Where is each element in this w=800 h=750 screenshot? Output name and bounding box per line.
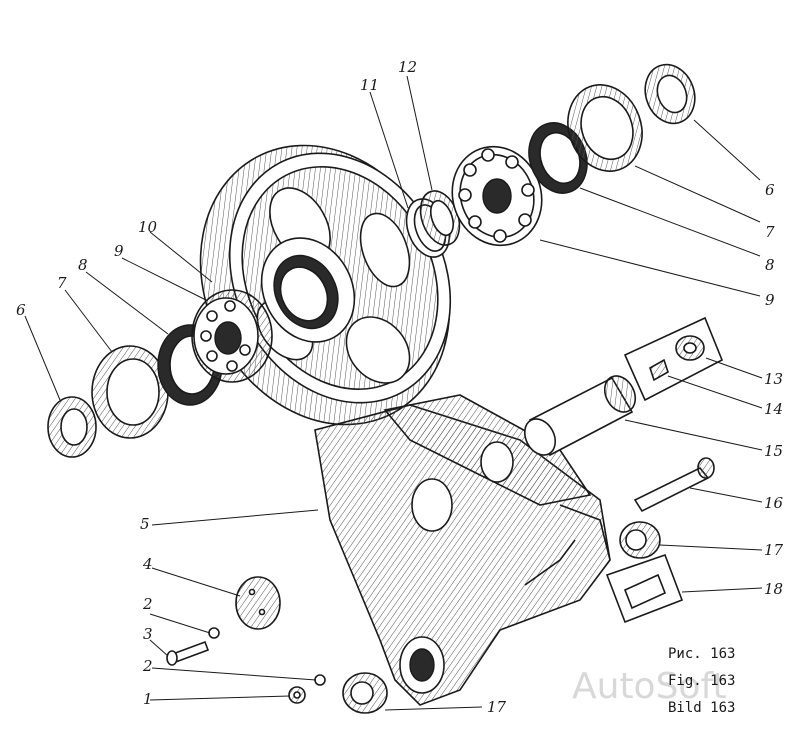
caption-en: Fig. 163 [668, 673, 735, 689]
screw-3 [166, 640, 210, 666]
label-1: 1 [143, 690, 153, 708]
label-14: 14 [764, 400, 783, 418]
insert-18 [605, 553, 684, 624]
label-17-right: 17 [764, 541, 784, 559]
label-7-left: 7 [57, 274, 67, 292]
label-6-left: 6 [16, 301, 26, 319]
label-3: 3 [143, 625, 153, 643]
bushing-17-bottom [342, 672, 388, 714]
label-9-right: 9 [765, 291, 775, 309]
bushing-17-right [619, 521, 661, 559]
nut-1 [288, 686, 306, 704]
label-11: 11 [360, 76, 379, 94]
bracket-body [314, 394, 611, 706]
label-5: 5 [140, 515, 150, 533]
part-labels: 1 2 3 2 4 5 6 7 8 9 10 11 12 6 7 8 9 13 … [16, 58, 784, 716]
label-10: 10 [138, 218, 158, 236]
nipple-cap-group [623, 316, 724, 402]
label-2-upper: 2 [142, 595, 153, 613]
watermark-text: AutoSoft [572, 666, 727, 707]
label-16: 16 [764, 494, 784, 512]
ring-7-right [567, 84, 643, 172]
label-18: 18 [764, 580, 783, 598]
label-15: 15 [764, 442, 783, 460]
label-17-bottom: 17 [487, 698, 507, 716]
label-8-left: 8 [78, 256, 88, 274]
label-9-left: 9 [114, 242, 124, 260]
label-4: 4 [142, 555, 153, 573]
sleeve-15 [523, 375, 637, 457]
label-12: 12 [398, 58, 417, 76]
caption-de: Bild 163 [668, 700, 735, 716]
seal-6-left [47, 396, 97, 458]
label-2-lower: 2 [142, 657, 153, 675]
washer-2-lower [314, 674, 326, 686]
cover-4 [235, 576, 281, 630]
label-8-right: 8 [765, 256, 775, 274]
caption-ru: Рис. 163 [668, 646, 735, 662]
label-6-right: 6 [765, 181, 775, 199]
ring-7-left [91, 345, 169, 439]
label-7-right: 7 [765, 223, 775, 241]
washer-2-upper [208, 627, 220, 639]
bearing-9-left [191, 289, 273, 383]
bolt-16 [633, 457, 715, 513]
seal-6-right [644, 63, 696, 125]
label-13: 13 [764, 370, 783, 388]
bearing-9-right [451, 145, 543, 247]
leader-lines [24, 75, 763, 711]
figure-caption: Рис. 163 Fig. 163 Bild 163 [668, 646, 735, 716]
spacer-12 [419, 190, 461, 246]
